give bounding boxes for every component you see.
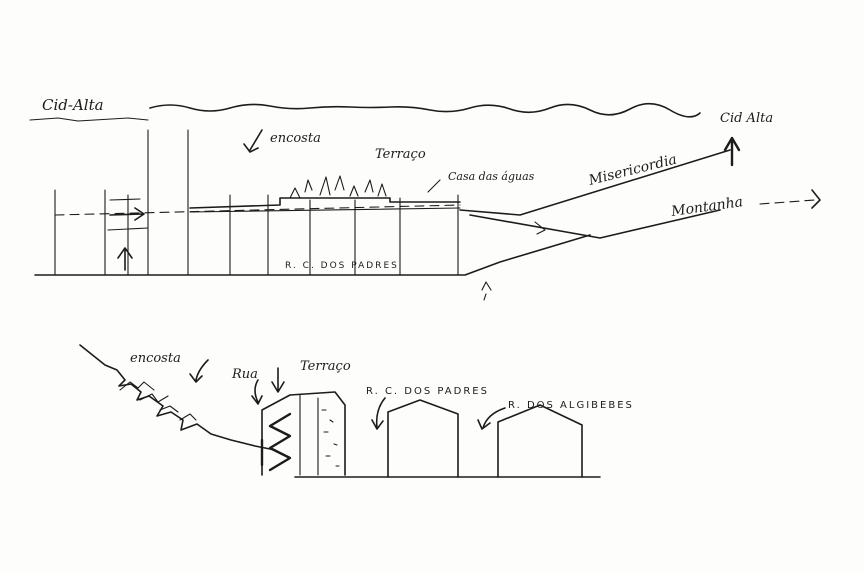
upper-verticals	[54, 129, 459, 276]
label-rc-dos-padres-top: R. C. DOS PADRES	[285, 261, 399, 271]
up-arrow-right	[723, 136, 741, 167]
upper-elevation	[29, 102, 821, 301]
arrow-right-head	[811, 189, 821, 209]
arrow-terraco	[271, 367, 285, 393]
building-tower	[299, 394, 319, 476]
label-cid-alta-right: Cid Alta	[720, 111, 773, 126]
skyline-line-left	[29, 117, 149, 122]
house-algibebes	[497, 404, 583, 478]
arrow-algibebes	[477, 407, 506, 430]
label-terraco-top: Terraço	[375, 147, 426, 162]
montanha-line	[469, 209, 721, 239]
right-arrow-left	[109, 207, 145, 221]
label-rc-dos-padres-bottom: R. C. DOS PADRES	[366, 386, 489, 397]
label-encosta-top: encosta	[270, 131, 321, 146]
encosta-arrow	[243, 129, 263, 153]
misericordia-line	[459, 149, 731, 216]
roof-line	[189, 197, 461, 209]
arrow-encosta-bottom	[189, 359, 209, 383]
label-misericordia: Misericordia	[586, 152, 678, 190]
bracket-left	[107, 198, 149, 231]
up-arrow-left	[117, 247, 133, 271]
label-casa-das-aguas: Casa das águas	[448, 170, 535, 183]
label-cid-alta-left: Cid-Alta	[42, 96, 104, 114]
label-montanha: Montanha	[669, 194, 744, 220]
house-rc-dos-padres	[387, 399, 459, 478]
label-r-dos-algibebes: R. DOS ALGIBEBES	[508, 400, 634, 411]
roof-line-2	[189, 207, 461, 213]
label-encosta-bottom: encosta	[130, 351, 181, 366]
label-rua: Rua	[231, 367, 258, 382]
lower-section	[79, 344, 601, 478]
arrow-mark	[534, 221, 546, 235]
label-terraco-bottom: Terraço	[300, 359, 351, 374]
arrow-rc-dos-padres	[371, 397, 386, 430]
terrace-figures	[289, 175, 387, 199]
dashed-level-line-right	[759, 199, 816, 205]
building-outline	[261, 391, 346, 476]
staircase	[260, 412, 292, 472]
small-mark	[481, 281, 492, 301]
arrow-rua	[251, 379, 263, 405]
casa-leader	[427, 179, 441, 193]
hillside-scribble	[119, 381, 197, 421]
skyline-line	[149, 102, 701, 118]
ground-line	[34, 234, 591, 276]
hillside-slope	[79, 344, 276, 451]
building-texture	[321, 409, 340, 467]
dashed-level-line	[54, 204, 461, 216]
